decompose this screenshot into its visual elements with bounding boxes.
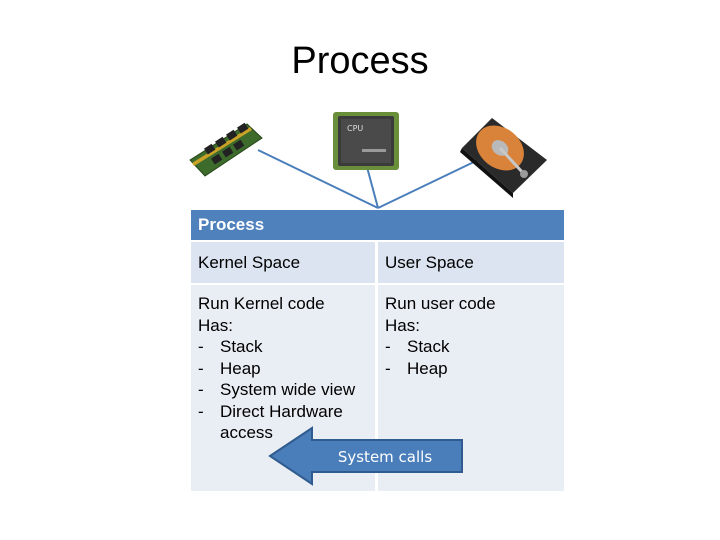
system-calls-arrow [268, 426, 463, 486]
hardware-diagram: CPU [189, 112, 547, 209]
list-item: -Stack [385, 337, 450, 356]
user-space-header: User Space [385, 253, 474, 272]
disk-connector [377, 159, 479, 209]
kernel-feature-list: -Stack -Heap -System wide view -Direct H… [198, 336, 375, 444]
slide-title: Process [291, 40, 429, 82]
process-table: Process Kernel Space User Space Run Kern… [191, 210, 564, 491]
cpu-connector [366, 166, 379, 209]
connector-lines [257, 149, 479, 209]
user-run-text: Run user code [385, 294, 496, 313]
ram-module-icon [189, 122, 263, 177]
user-space-cell: Run user code Has: -Stack -Heap [378, 285, 564, 491]
cpu-chip-icon: CPU [333, 112, 399, 170]
list-item: -Stack [198, 337, 263, 356]
hard-disk-icon [460, 118, 547, 198]
ram-connector [257, 149, 379, 209]
column-divider [375, 242, 378, 491]
user-feature-list: -Stack -Heap [385, 336, 564, 379]
list-item: -Direct Hardware access [198, 401, 343, 443]
kernel-run-text: Run Kernel code [198, 294, 325, 313]
list-item: -System wide view [198, 380, 356, 399]
cpu-chip-label: CPU [347, 124, 363, 133]
user-has-text: Has: [385, 315, 420, 335]
list-item: -Heap [198, 358, 261, 378]
list-item: -Heap [385, 358, 448, 378]
kernel-space-header: Kernel Space [198, 253, 301, 272]
kernel-has-text: Has: [198, 315, 233, 335]
kernel-space-cell: Run Kernel code Has: -Stack -Heap -Syste… [191, 285, 375, 491]
system-calls-label: System calls [337, 448, 433, 466]
table-header: Process [191, 210, 564, 240]
